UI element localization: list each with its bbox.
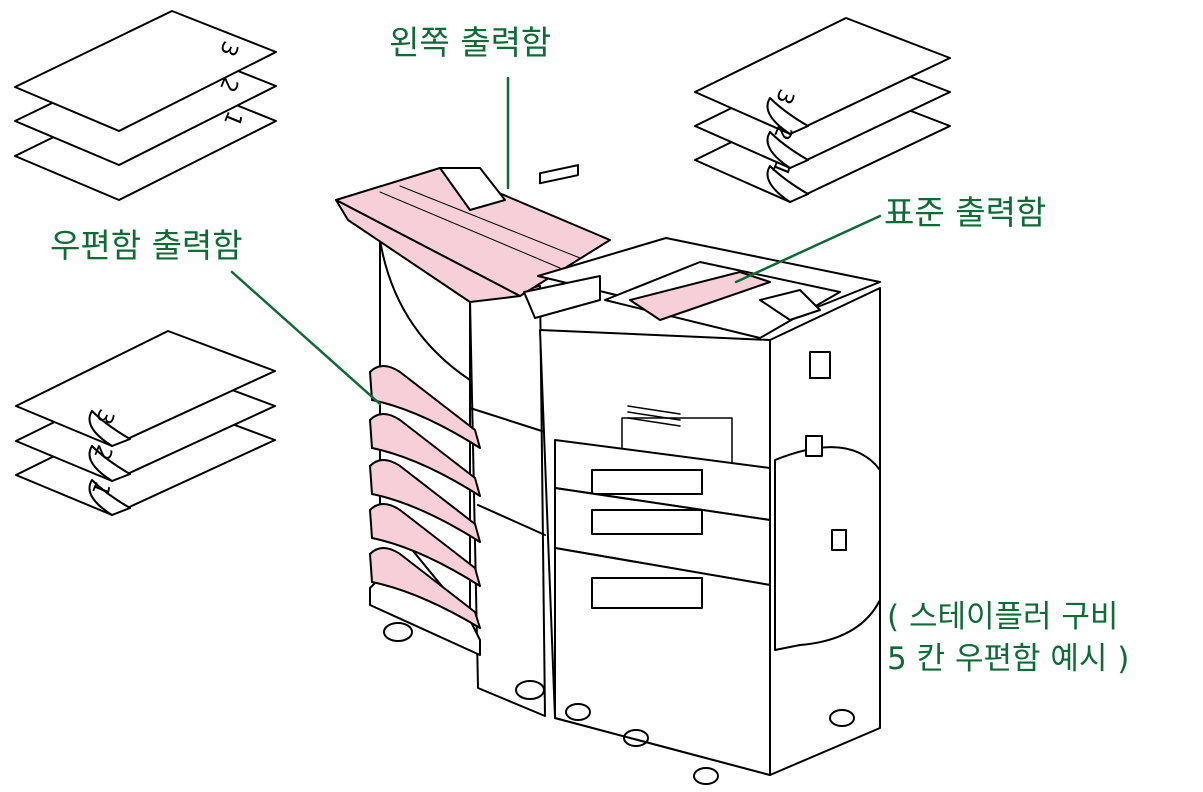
control-panel (523, 275, 601, 319)
mailbox-output-bins-label: 우편함 출력함 (50, 226, 243, 265)
mailbox-output-bins (369, 365, 481, 629)
example-note: ( 스테이플러 구비 5 칸 우편함 예시 ) (887, 596, 1129, 680)
paper-tray-3 (554, 547, 771, 776)
caster-wheel (693, 767, 719, 785)
page-stack-curled-bottom: 1 2 3 (15, 330, 276, 516)
page-sheet-curled-3 (694, 17, 951, 135)
standard-output-bin (604, 261, 841, 339)
example-note-line-1: ( 스테이플러 구비 (887, 599, 1119, 635)
caster-wheel (565, 703, 591, 721)
leader-line-mailbox (230, 270, 382, 406)
side-door (774, 351, 881, 651)
standard-output-bin-label: 표준 출력함 (884, 193, 1047, 232)
control-panel-display (539, 164, 579, 185)
page-sheet-3 (14, 10, 277, 132)
page-stack-flat: 1 2 3 (14, 10, 277, 201)
leader-line-standard (734, 214, 882, 284)
page-sheet-curled-b3 (15, 330, 276, 447)
caster-wheel (383, 622, 413, 642)
paper-tray-2 (554, 487, 771, 586)
page-stack-curled-top: 1 2 3 (694, 17, 951, 203)
caster-wheel (515, 680, 545, 700)
caster-wheel (623, 729, 649, 747)
left-output-bin-label: 왼쪽 출력함 (389, 23, 552, 62)
left-output-bin (335, 167, 611, 303)
caster-wheel (829, 709, 855, 727)
mailbox-unit (335, 167, 611, 717)
example-note-line-2: 5 칸 우편함 예시 ) (887, 641, 1130, 677)
printer-body (523, 164, 881, 785)
